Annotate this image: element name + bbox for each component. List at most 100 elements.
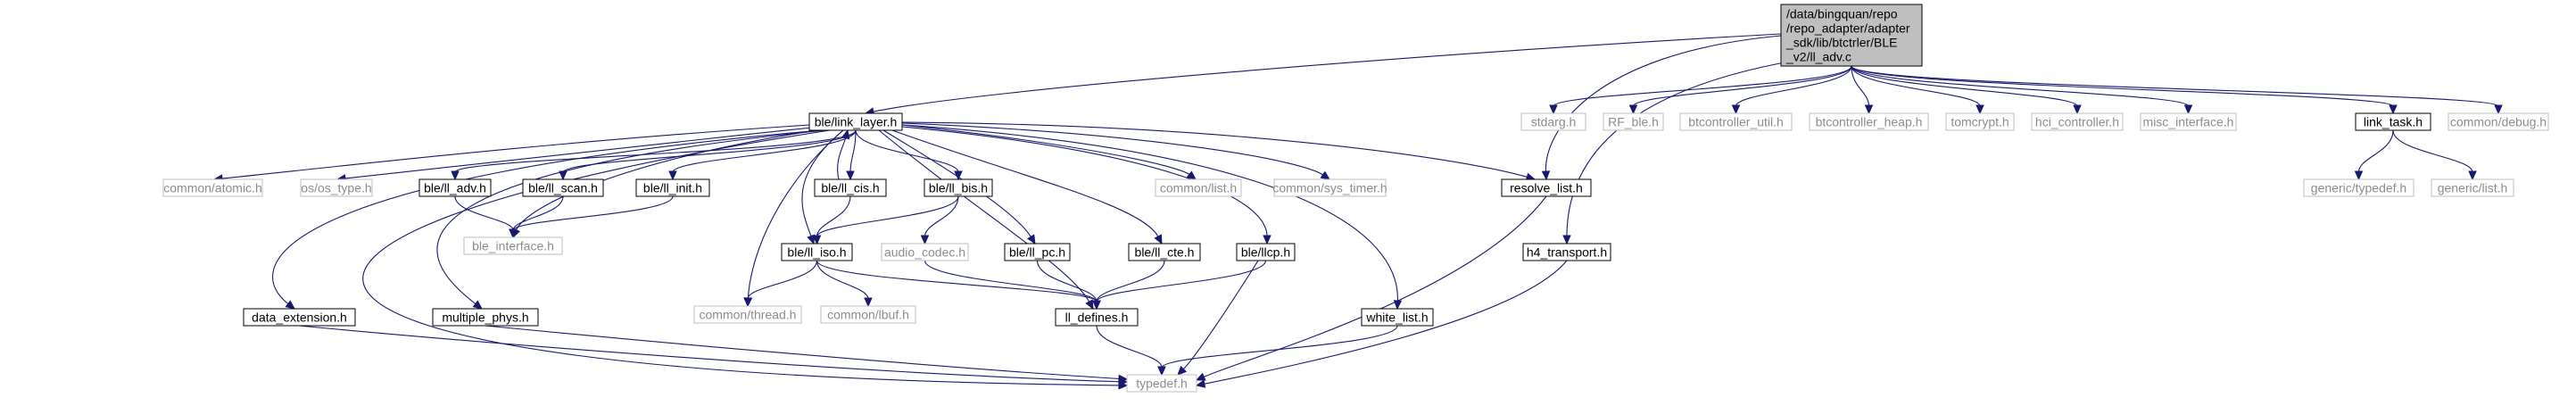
edge-ll_iso-to-common_lbuf (816, 260, 873, 308)
edge-root-to-h4_transport (1562, 62, 1785, 245)
node-label: common/debug.h (2450, 115, 2547, 129)
arrowhead (472, 300, 483, 310)
edge-line (1553, 65, 1852, 107)
edge-ll_iso-to-common_thread (743, 260, 818, 308)
edge-link_layer-to-llcp (901, 126, 1271, 245)
edge-line (816, 260, 869, 300)
node-label: misc_interface.h (2143, 115, 2234, 129)
node-label: link_task.h (2364, 115, 2423, 129)
node-label: ble/ll_iso.h (787, 245, 846, 260)
arrowhead (2354, 170, 2364, 181)
arrowhead (451, 170, 460, 181)
edge-line (1161, 325, 1398, 369)
node-generic-list: generic/list.h (2431, 178, 2514, 197)
edge-line (816, 260, 1097, 302)
node-box (1236, 243, 1296, 261)
node-ll-cte[interactable]: ble/ll_cte.h (1128, 243, 1201, 261)
node-label: _v2/ll_adv.c (1785, 50, 1851, 64)
node-ll-scan[interactable]: ble/ll_scan.h (522, 178, 604, 197)
node-ll-pc[interactable]: ble/ll_pc.h (1004, 243, 1071, 261)
arrowhead (2494, 104, 2503, 115)
node-tomcrypt: tomcrypt.h (1945, 112, 2015, 131)
edge-line (1632, 65, 1852, 107)
edge-line (1203, 260, 1568, 385)
edge-line (298, 325, 1121, 383)
node-ll-init[interactable]: ble/ll_init.h (635, 178, 710, 197)
arrowhead (1177, 365, 1188, 376)
node-hci-controller: hci_controller.h (2031, 112, 2124, 131)
node-multiple-phys[interactable]: multiple_phys.h (432, 308, 539, 327)
edge-line (1545, 35, 1782, 173)
node-box (1126, 374, 1197, 393)
node-common-thread: common/thread.h (693, 305, 802, 324)
node-box (1128, 243, 1201, 261)
edge-link_layer-to-os_type (335, 127, 813, 183)
arrowhead (1026, 234, 1036, 245)
node-llcp[interactable]: ble/llcp.h (1236, 243, 1296, 261)
node-box (1809, 112, 1929, 131)
edge-link_layer-to-data_extension (272, 129, 822, 310)
node-box (1679, 112, 1793, 131)
node-label: h4_transport.h (1527, 245, 1607, 260)
node-link-task[interactable]: link_task.h (2355, 112, 2431, 131)
arrowhead (1628, 104, 1638, 115)
node-label: tomcrypt.h (1951, 115, 2009, 129)
edge-line (837, 137, 847, 180)
node-ll-cis[interactable]: ble/ll_cis.h (814, 178, 887, 197)
node-resolve-list[interactable]: resolve_list.h (1501, 178, 1592, 197)
edge-line (1851, 65, 1981, 107)
node-ll-adv[interactable]: ble/ll_adv.h (418, 178, 492, 197)
edge-ll_bis-to-audio_codec (920, 195, 959, 245)
edge-root-to-rf_ble (1628, 65, 1852, 115)
node-label: /repo_adapter/adapter (1786, 21, 1910, 36)
edge-ll_init-to-ble_interface (509, 195, 674, 239)
node-label: btcontroller_util.h (1688, 115, 1784, 129)
node-box (1522, 243, 1611, 261)
edge-line (512, 195, 674, 231)
node-root[interactable]: /data/bingquan/repo/repo_adapter/adapter… (1780, 4, 1923, 67)
node-ll-iso[interactable]: ble/ll_iso.h (781, 243, 853, 261)
node-label: ble/ll_adv.h (424, 181, 486, 195)
edge-line (901, 124, 1191, 176)
node-link-layer[interactable]: ble/link_layer.h (808, 112, 903, 131)
node-data-extension[interactable]: data_extension.h (243, 308, 356, 327)
arrowhead (1562, 235, 1571, 245)
edge-line (901, 126, 1268, 237)
node-label: audio_codec.h (884, 245, 965, 260)
node-label: resolve_list.h (1510, 181, 1583, 195)
arrowhead (1195, 372, 1206, 381)
node-white-list[interactable]: white_list.h (1361, 308, 1434, 327)
node-common-atomic: common/atomic.h (162, 178, 263, 197)
edge-line (855, 129, 959, 173)
edge-multiple_phys-to-typedef (485, 325, 1129, 384)
node-box (522, 178, 604, 197)
edge-root-to-common_debug (1851, 65, 2503, 115)
edge-ll_cis-to-link_layer (837, 128, 850, 180)
node-label: btcontroller_heap.h (1816, 115, 1923, 129)
edge-line (454, 195, 514, 231)
edge-line (436, 129, 826, 305)
edge-line (1851, 65, 1870, 107)
node-box (243, 308, 356, 327)
node-label: /data/bingquan/repo (1786, 7, 1898, 21)
nodes-layer: /data/bingquan/repo/repo_adapter/adapter… (162, 4, 2549, 393)
edge-link_layer-to-ll_cis (846, 129, 857, 181)
edge-line (849, 129, 857, 173)
edge-root-to-resolve_list (1541, 35, 1782, 181)
node-box (300, 178, 373, 197)
node-box (1155, 178, 1242, 197)
node-h4-transport[interactable]: h4_transport.h (1522, 243, 1611, 261)
node-box (1520, 112, 1586, 131)
arrowhead (841, 128, 850, 140)
node-ll-bis[interactable]: ble/ll_bis.h (924, 178, 993, 197)
edge-line (1851, 65, 2499, 107)
node-ll-defines[interactable]: ll_defines.h (1055, 308, 1139, 327)
edge-line (1851, 65, 2394, 107)
arrowhead (1092, 300, 1101, 311)
edge-line (485, 325, 1121, 380)
edge-root-to-btctrl_util (1731, 65, 1852, 115)
edge-line (344, 127, 813, 179)
edge-llcp-to-ll_defines (1092, 260, 1267, 311)
edge-line (1735, 65, 1852, 107)
